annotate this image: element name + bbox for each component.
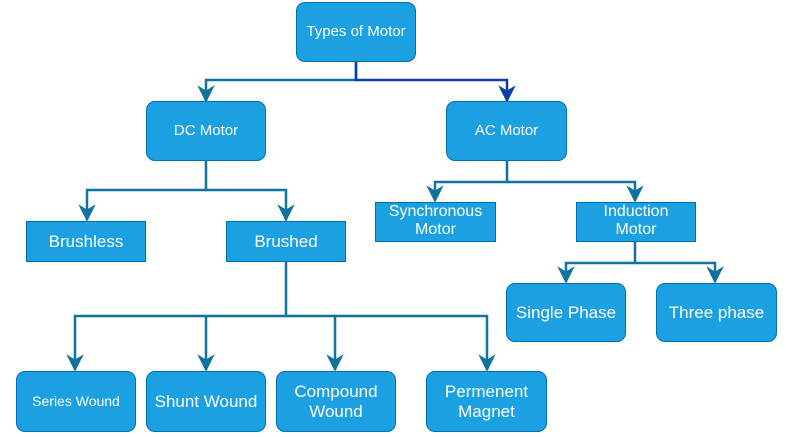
node-brushed-label: Brushed (254, 231, 318, 251)
edge-brushed-series (66, 262, 288, 372)
node-brushed: Brushed (226, 221, 346, 262)
node-permanent-magnet-label: Permenent Magnet (444, 381, 529, 421)
node-dc-motor-label: DC Motor (173, 122, 239, 140)
node-ac-motor: AC Motor (446, 101, 567, 161)
node-brushless-label: Brushless (48, 231, 124, 251)
node-series-wound: Series Wound (16, 371, 136, 432)
node-types-of-motor-label: Types of Motor (306, 23, 406, 41)
node-permanent-magnet: Permenent Magnet (426, 371, 547, 432)
node-single-phase: Single Phase (506, 283, 626, 342)
edge-ac-induction (507, 180, 644, 203)
edge-induction-single (557, 242, 637, 284)
edge-brushed-permanent (335, 314, 496, 372)
node-shunt-wound-label: Shunt Wound (154, 391, 258, 411)
edge-induction-three (635, 261, 724, 284)
node-compound-wound: Compound Wound (276, 371, 396, 432)
edge-dc-brushed (206, 188, 295, 222)
edge-root-ac (354, 62, 516, 103)
node-compound-wound-label: Compound Wound (294, 381, 378, 421)
node-three-phase-label: Three phase (668, 302, 765, 322)
node-ac-motor-label: AC Motor (474, 122, 539, 140)
node-synchronous-motor-label: Synchronous Motor (388, 203, 483, 239)
edge-ac-synchronous (426, 161, 509, 203)
node-synchronous-motor: Synchronous Motor (375, 202, 496, 242)
node-dc-motor: DC Motor (146, 101, 266, 161)
node-series-wound-label: Series Wound (32, 393, 120, 410)
node-induction-motor: Induction Motor (576, 202, 696, 242)
node-three-phase: Three phase (656, 283, 777, 342)
node-single-phase-label: Single Phase (515, 302, 617, 322)
edge-brushed-compound (286, 314, 344, 372)
node-induction-motor-label: Induction Motor (603, 203, 669, 239)
node-types-of-motor: Types of Motor (296, 2, 416, 62)
edge-root-dc (197, 62, 358, 103)
edge-dc-brushless (78, 161, 208, 222)
node-shunt-wound: Shunt Wound (146, 371, 266, 432)
node-brushless: Brushless (26, 221, 146, 262)
